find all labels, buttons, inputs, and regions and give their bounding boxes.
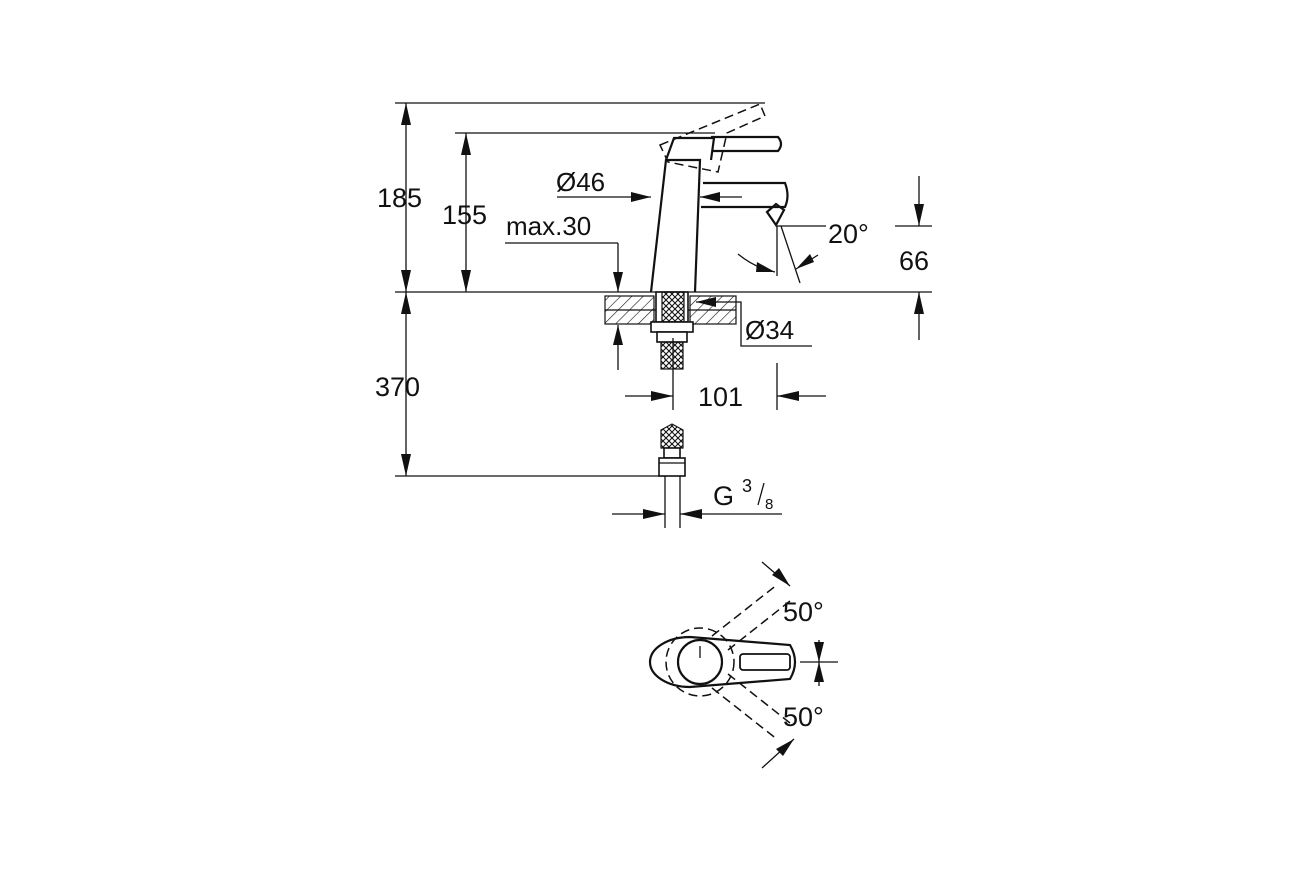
label-155: 155 [442,200,487,230]
label-370: 370 [375,372,420,402]
label-connection-denominator: 8 [765,496,773,513]
label-connection-g: G [713,481,734,511]
label-185: 185 [377,183,422,213]
dimension-hole-diameter: Ø34 [696,297,812,347]
label-max-30: max.30 [506,211,591,241]
dimension-spout-height: 155 [442,133,487,292]
lever-rotated-positions [665,583,791,741]
dimension-total-height: 185 [377,103,422,292]
dimension-hose-length: 370 [375,292,420,476]
label-20-deg: 20° [828,219,869,249]
hose-connection: G 3 8 [612,423,782,528]
fraction-slash [757,482,765,506]
faucet-top-outline [648,635,797,689]
dimension-spout-outlet: 66 [895,176,932,340]
label-connection-numerator: 3 [742,476,752,496]
dimension-spout-angle: 20° [737,219,869,284]
dimension-projection: 101 [625,338,826,412]
deck-section [604,291,737,370]
label-diameter-46: Ø46 [556,167,605,197]
label-diameter-34: Ø34 [745,315,794,345]
top-view: 50° 50° [648,561,838,769]
dimension-rotation-down: 50° [761,662,824,769]
dimension-max-deck: max.30 [505,211,623,370]
label-101: 101 [698,382,743,412]
dimension-body-diameter: Ø46 [556,167,742,202]
faucet-body [649,103,789,293]
label-66: 66 [899,246,929,276]
label-50-deg-down: 50° [783,702,824,732]
label-50-deg-up: 50° [783,597,824,627]
side-view: 185 155 370 [375,102,932,528]
dimension-rotation-up: 50° [761,561,838,663]
